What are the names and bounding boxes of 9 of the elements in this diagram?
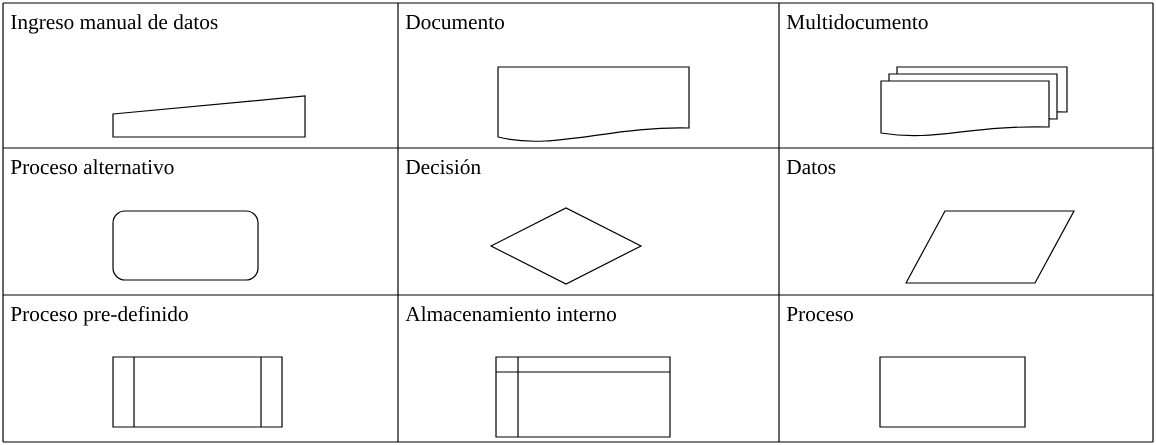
- symbol-name: Proceso: [786, 307, 853, 322]
- symbol-name: Documento: [405, 15, 504, 30]
- symbol-name: Multidocumento: [786, 14, 928, 30]
- symbol-name: Ingreso manual de datos: [11, 14, 218, 34]
- symbol-name: Almacenamiento interno: [405, 306, 616, 322]
- symbol-name: Decisión: [405, 159, 481, 175]
- symbol-name: Proceso alternativo: [10, 159, 174, 175]
- symbol-name: Proceso pre-definido: [10, 306, 188, 326]
- symbol-name: Datos: [786, 160, 836, 175]
